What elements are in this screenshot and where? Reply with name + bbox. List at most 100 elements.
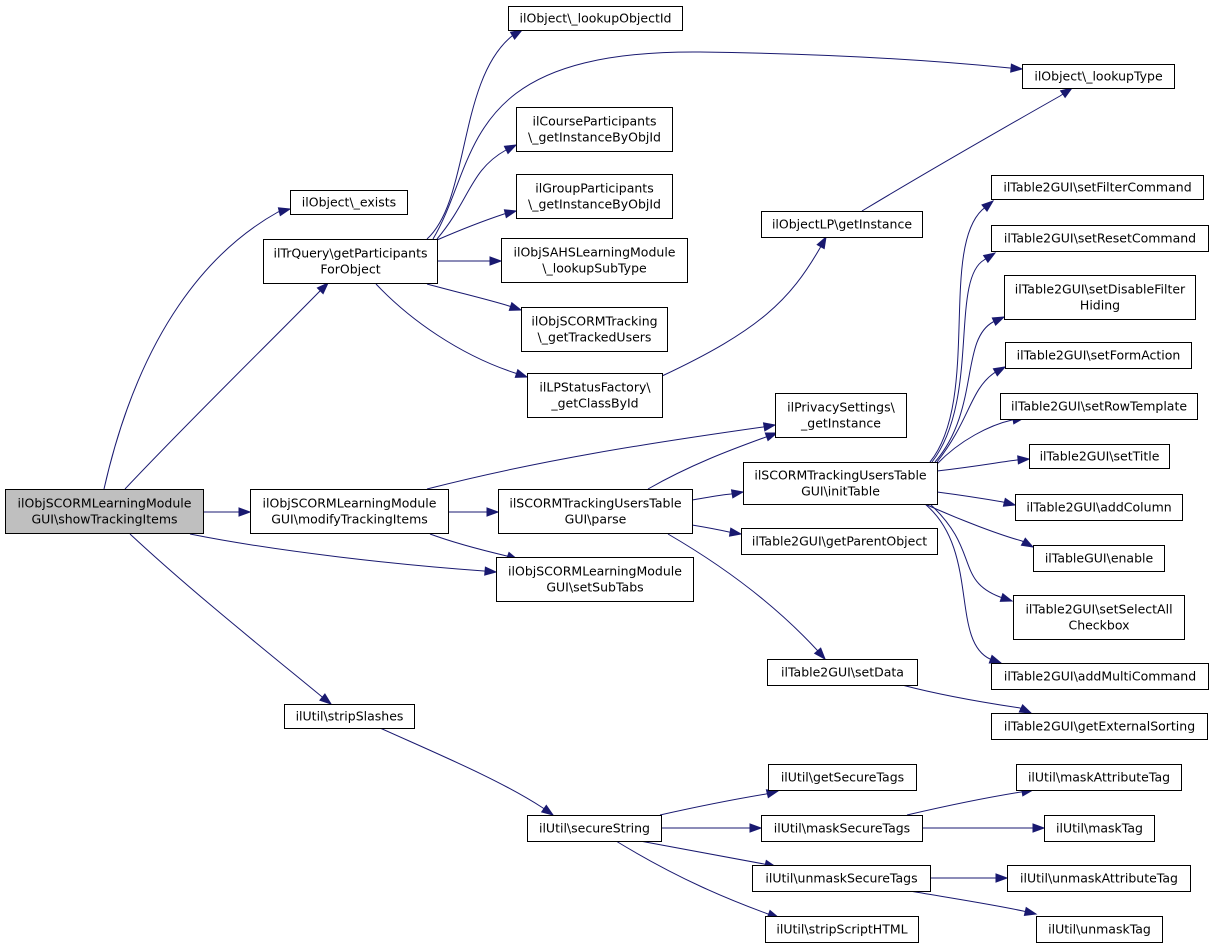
node-getClassById[interactable]: ilLPStatusFactory\_getClassById xyxy=(527,373,663,418)
arrow-head-icon xyxy=(981,200,995,212)
node-label: ilTable2GUI\setResetCommand xyxy=(1004,231,1196,246)
node-label: ilObjSAHSLearningModule xyxy=(514,245,676,260)
node-box xyxy=(284,704,415,729)
node-label: ilObjSCORMLearningModule xyxy=(508,564,682,579)
node-root[interactable]: ilObjSCORMLearningModuleGUI\showTracking… xyxy=(5,489,204,534)
node-box xyxy=(501,238,688,283)
node-label: Checkbox xyxy=(1068,618,1129,633)
node-getParentObject[interactable]: ilTable2GUI\getParentObject xyxy=(741,528,938,555)
node-secureString[interactable]: ilUtil\secureString xyxy=(527,815,662,842)
node-addMultiCommand[interactable]: ilTable2GUI\addMultiCommand xyxy=(991,663,1209,690)
edge-initTable-to-setSelectAll xyxy=(929,503,1014,602)
edge-root-to-stripSlashes xyxy=(129,533,333,705)
node-label: ilUtil\maskTag xyxy=(1056,821,1143,836)
node-maskAttributeTag[interactable]: ilUtil\maskAttributeTag xyxy=(1016,764,1182,791)
edge-line xyxy=(901,684,1032,714)
node-unmaskAttributeTag[interactable]: ilUtil\unmaskAttributeTag xyxy=(1007,865,1191,892)
node-courseParticipants[interactable]: ilCourseParticipants\_getInstanceByObjId xyxy=(516,107,673,152)
edge-line xyxy=(129,533,332,705)
edge-line xyxy=(924,503,1034,548)
node-setRowTemplate[interactable]: ilTable2GUI\setRowTemplate xyxy=(1000,393,1198,420)
node-label: ilTable2GUI\setData xyxy=(781,665,904,680)
edge-line xyxy=(103,208,291,490)
node-label: ilTable2GUI\setTitle xyxy=(1040,449,1160,464)
edge-maskSecureTags-to-maskTag xyxy=(922,823,1046,833)
node-stripScriptHTML[interactable]: ilUtil\stripScriptHTML xyxy=(765,916,919,943)
arrow-head-icon xyxy=(316,281,330,295)
edge-initTable-to-setFilterCommand xyxy=(929,200,995,463)
edge-line xyxy=(426,424,776,490)
edge-line xyxy=(691,491,744,501)
node-getSecureTags[interactable]: ilUtil\getSecureTags xyxy=(768,764,917,791)
edge-line xyxy=(659,790,779,816)
node-label: ilTable2GUI\getExternalSorting xyxy=(1004,719,1195,734)
node-setFilterCommand[interactable]: ilTable2GUI\setFilterCommand xyxy=(991,175,1204,200)
node-label: GUI\modifyTrackingItems xyxy=(271,512,428,527)
node-setResetCommand[interactable]: ilTable2GUI\setResetCommand xyxy=(991,225,1209,252)
node-box xyxy=(1004,275,1196,320)
node-label: ilSCORMTrackingUsersTable xyxy=(509,496,682,511)
arrow-head-icon xyxy=(992,366,1007,377)
node-lookupObjectId[interactable]: ilObject\_lookupObjectId xyxy=(508,6,683,31)
node-setData[interactable]: ilTable2GUI\setData xyxy=(767,659,918,686)
node-setFormAction[interactable]: ilTable2GUI\setFormAction xyxy=(1005,342,1192,369)
node-label: ilTable2GUI\addColumn xyxy=(1026,500,1171,515)
node-label: ilTrQuery\getParticipants xyxy=(273,246,427,261)
arrow-head-icon xyxy=(991,316,1006,327)
edge-modifyTracking-to-setSubTabs xyxy=(429,533,520,561)
arrow-head-icon xyxy=(813,647,826,661)
node-box xyxy=(1016,764,1182,791)
arrow-head-icon xyxy=(999,592,1014,602)
edge-modifyTracking-to-privacy xyxy=(426,422,777,490)
node-label: GUI\setSubTabs xyxy=(546,580,643,595)
edge-getClassById-to-objectLP xyxy=(661,235,827,377)
node-maskSecureTags[interactable]: ilUtil\maskSecureTags xyxy=(761,815,923,842)
edge-getParticipants-to-lookupSubType xyxy=(437,256,503,266)
edge-parse-to-setData xyxy=(667,533,826,661)
arrow-head-icon xyxy=(1023,906,1038,916)
node-stripSlashes[interactable]: ilUtil\stripSlashes xyxy=(284,704,415,729)
node-label: \_getTrackedUsers xyxy=(538,330,652,345)
arrow-head-icon xyxy=(319,693,333,705)
node-enable[interactable]: ilTableGUI\enable xyxy=(1033,545,1165,572)
arrow-head-icon xyxy=(988,654,1003,664)
node-exists[interactable]: ilObject\_exists xyxy=(290,190,408,215)
edge-root-to-getParticipants xyxy=(124,281,330,490)
edge-root-to-modifyTracking xyxy=(203,507,252,517)
node-unmaskTag[interactable]: ilUtil\unmaskTag xyxy=(1036,916,1163,943)
node-setTitle[interactable]: ilTable2GUI\setTitle xyxy=(1029,444,1170,469)
node-lookupSubType[interactable]: ilObjSAHSLearningModule\_lookupSubType xyxy=(501,238,688,283)
node-box xyxy=(743,462,938,505)
edge-line xyxy=(936,458,1030,472)
node-label: ilObjSCORMTracking xyxy=(531,314,657,329)
node-addColumn[interactable]: ilTable2GUI\addColumn xyxy=(1015,494,1183,521)
node-maskTag[interactable]: ilUtil\maskTag xyxy=(1044,815,1155,842)
node-groupParticipants[interactable]: ilGroupParticipants\_getInstanceByObjId xyxy=(516,174,673,219)
node-objectLP[interactable]: ilObjectLP\getInstance xyxy=(761,211,923,238)
node-unmaskSecureTags[interactable]: ilUtil\unmaskSecureTags xyxy=(752,865,931,892)
node-box xyxy=(496,557,694,602)
node-label: ilCourseParticipants xyxy=(532,114,656,129)
node-getExternalSorting[interactable]: ilTable2GUI\getExternalSorting xyxy=(991,713,1208,740)
node-box xyxy=(516,174,673,219)
node-label: ForObject xyxy=(320,262,380,277)
edge-root-to-exists xyxy=(103,207,292,490)
node-box xyxy=(508,6,683,31)
node-lookupType[interactable]: ilObject\_lookupType xyxy=(1022,64,1175,89)
node-getTrackedUsers[interactable]: ilObjSCORMTracking\_getTrackedUsers xyxy=(521,307,668,352)
node-modifyTracking[interactable]: ilObjSCORMLearningModuleGUI\modifyTracki… xyxy=(250,489,449,534)
node-privacy[interactable]: ilPrivacySettings\_getInstance xyxy=(775,393,907,438)
edge-initTable-to-setTitle xyxy=(936,455,1031,472)
node-box xyxy=(1044,815,1155,842)
edge-parse-to-getParentObject xyxy=(691,524,743,537)
edge-line xyxy=(189,533,497,573)
node-box xyxy=(527,373,663,418)
edge-line xyxy=(375,283,528,378)
node-box xyxy=(1000,393,1198,420)
